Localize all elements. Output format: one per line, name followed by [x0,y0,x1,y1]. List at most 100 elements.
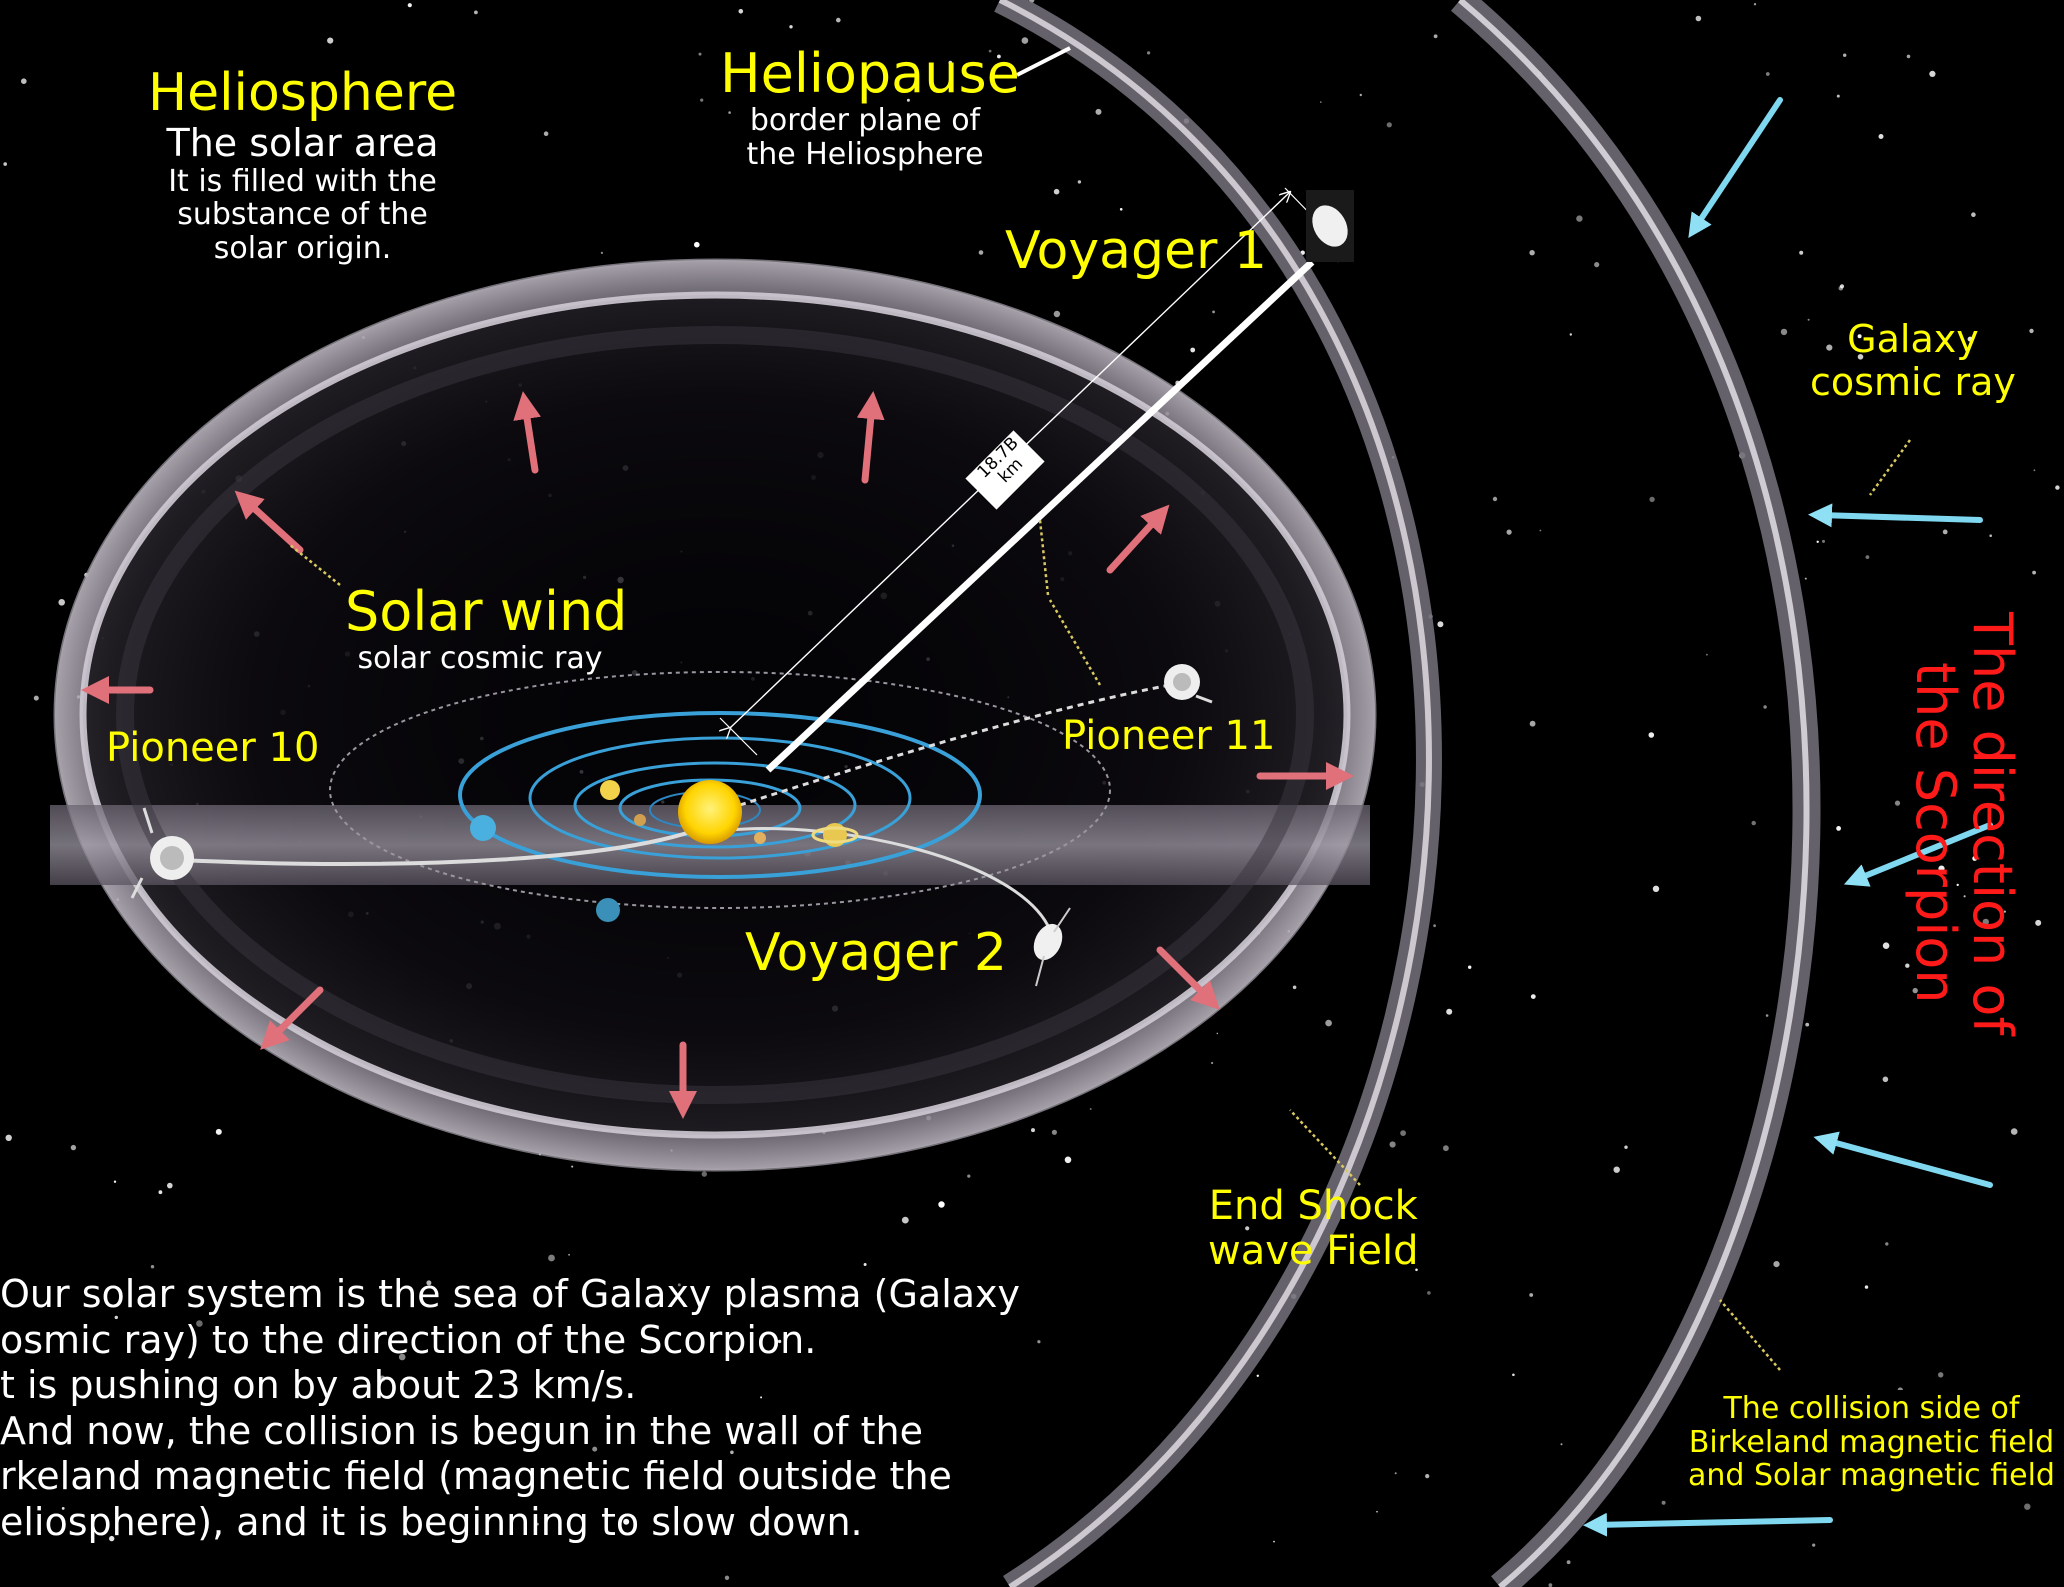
star [1512,1373,1515,1377]
galaxy-ray-label: Galaxy cosmic ray [1810,318,2016,403]
end-shock-line: End Shock [1208,1183,1418,1229]
star [1836,94,1840,98]
scorpion-direction-label: The direction of the Scorpion [1904,612,2024,1035]
star [1804,577,1807,580]
star [2033,469,2036,472]
star [2055,485,2060,490]
star [1376,1510,1378,1513]
star [58,599,65,606]
star [724,1575,730,1581]
star [139,1438,142,1441]
star [988,49,992,53]
star [841,1293,845,1297]
star [61,1507,65,1510]
star [1816,540,1819,543]
star [5,1134,12,1142]
star [1839,284,1845,289]
star [901,1216,909,1224]
star [1468,965,1472,969]
star [789,25,793,29]
description-line: Our solar system is the sea of Galaxy pl… [0,1272,1021,1316]
star [1938,1372,1944,1378]
star [1652,885,1660,892]
star [1530,994,1536,999]
star [1433,924,1436,928]
star [2029,328,2034,334]
star [1942,529,1948,535]
star [1539,529,1542,532]
heliopause-title: Heliopause [720,42,1020,105]
star [1095,108,1102,115]
star [600,251,604,254]
star [1077,180,1082,184]
star [1765,1014,1769,1017]
star [1807,318,1810,321]
star [698,52,702,56]
star [1753,2,1757,6]
pioneer10-label: Pioneer 10 [106,725,320,771]
star [1780,328,1788,336]
heliopause-arcs [994,0,1821,1587]
star [1386,122,1392,128]
star [978,250,984,255]
star [592,1446,598,1452]
star [1529,250,1535,256]
description-line: t is pushing on by about 23 km/s. [0,1363,637,1408]
star [1805,1022,1810,1027]
star [1967,336,1973,342]
star [1613,1166,1620,1173]
star [1051,1129,1057,1135]
star [33,695,39,701]
star [1400,1130,1406,1136]
scorpion-direction-line: the Scorpion [1904,662,1968,1004]
star [1506,529,1512,535]
star [158,1190,163,1195]
star [1971,212,1976,217]
star [1190,347,1196,353]
star [167,1182,173,1189]
star [1273,1540,1275,1543]
star [2010,1128,2018,1135]
star [1905,963,1910,968]
star [1427,1291,1431,1295]
heliopause-desc-line: border plane of [749,103,981,139]
pioneer11-craft [1164,664,1213,704]
star [1878,134,1884,139]
planets [470,780,859,922]
voyager1-label: Voyager 1 [1005,221,1267,281]
star [1021,37,1029,44]
star [1147,51,1151,55]
star [1569,333,1573,336]
heliosphere-label-group: Heliosphere The solar area It is filled … [140,62,466,268]
star [760,1396,763,1399]
star [571,1165,574,1168]
collision-line: and Solar magnetic field [1688,1458,2055,1494]
heliosphere-title: Heliosphere [148,63,458,123]
star [1492,496,1498,502]
star [1566,1560,1571,1565]
star [1433,34,1438,39]
star [1389,1141,1396,1148]
star [1089,1108,1092,1110]
description-line: rkeland magnetic field (magnetic field o… [0,1454,952,1499]
star [2024,1503,2031,1510]
collision-line: Birkeland magnetic field [1688,1424,2055,1460]
pointer-lines [289,46,1912,1371]
star [1053,310,1061,318]
star [730,1450,734,1455]
star [1882,942,1890,949]
description-line: And now, the collision is begun in the w… [0,1408,923,1453]
star [701,1171,707,1177]
star [1972,856,1978,861]
star [1982,918,1990,926]
description-line: eliosphere), and it is beginning to slow… [0,1499,863,1544]
star [113,1180,117,1183]
galaxy-ray-arrows [1583,97,1993,1537]
star [398,1353,406,1361]
star [21,78,27,84]
star [777,1339,782,1344]
star [196,1320,203,1327]
star [1857,334,1862,339]
